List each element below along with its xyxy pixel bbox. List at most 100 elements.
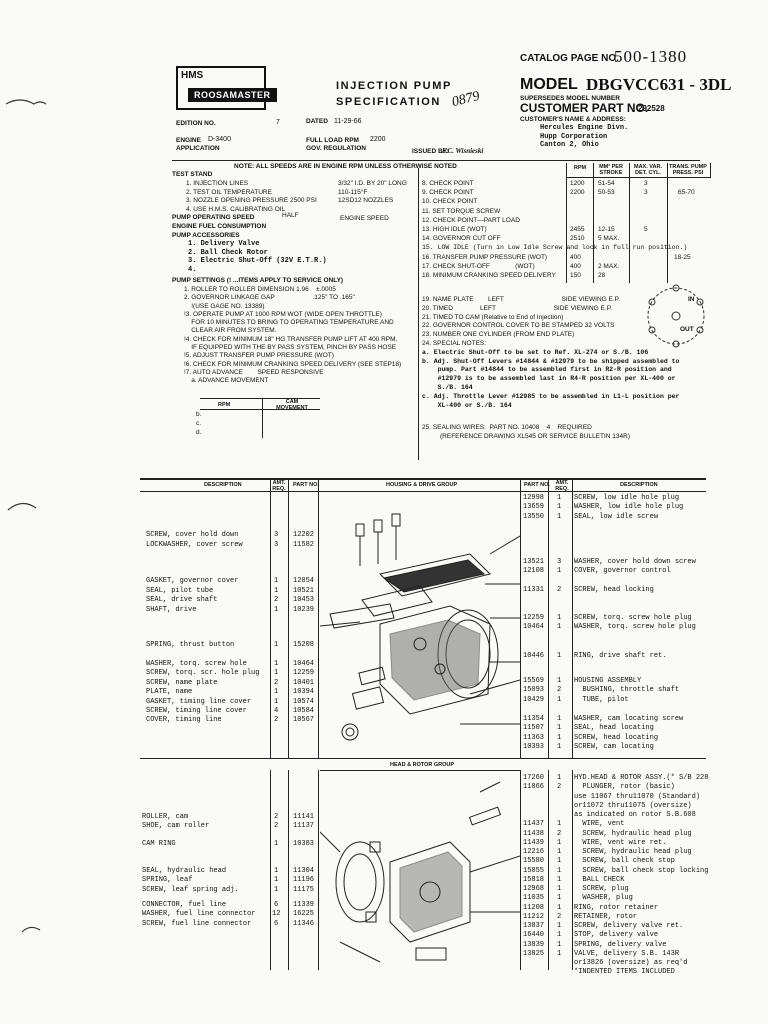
part-desc: CONNECTOR, fuel line bbox=[142, 901, 227, 909]
cp-mm: 2 MAX. bbox=[598, 262, 620, 270]
part-desc: RING, rotor retainer bbox=[574, 903, 659, 912]
part-no: 11354 bbox=[523, 715, 545, 723]
parts-amt-header-right: AMT. REQ. bbox=[555, 480, 569, 492]
cp-label: 8. CHECK POINT bbox=[422, 180, 474, 187]
pump-settings-list: 1. ROLLER TO ROLLER DIMENSION 1.96 ±.000… bbox=[184, 286, 401, 386]
cp-header-rule bbox=[566, 177, 711, 178]
cp-label: 12. CHECK POINT—PART LOAD bbox=[422, 216, 520, 224]
part-no: 10446 bbox=[523, 652, 545, 660]
part-desc: SPRING, delivery valve bbox=[574, 940, 667, 949]
cp-mm: 51-54 bbox=[598, 180, 615, 187]
part-amt: 1 bbox=[557, 922, 562, 930]
part-amt: 1 bbox=[274, 660, 279, 668]
advance-table-header-rule bbox=[200, 409, 320, 410]
catalog-value: 500-1380 bbox=[614, 47, 688, 66]
part-amt: 1 bbox=[557, 494, 562, 502]
cp-var: 5 bbox=[644, 225, 648, 233]
note-line: b. Adj. Shut-Off Levers #14844 & #12979 … bbox=[422, 357, 680, 365]
part-no: 13550 bbox=[523, 512, 545, 521]
housing-group-header: HOUSING & DRIVE GROUP bbox=[386, 482, 458, 488]
cp-row: 12. CHECK POINT—PART LOAD bbox=[422, 217, 712, 226]
handwritten-code: 0879 bbox=[450, 88, 482, 111]
part-no: 13825 bbox=[523, 949, 545, 958]
note-line: XL-400 or S./B. 164 bbox=[422, 401, 512, 409]
part-amt: 1 bbox=[557, 614, 562, 622]
address-line: Canton 2, Ohio bbox=[540, 141, 599, 150]
part-desc: as indicated on rotor S.B.608 bbox=[574, 811, 696, 819]
part-desc: ROLLER, cam bbox=[142, 813, 189, 821]
part-desc: SCREW, ball check stop locking bbox=[574, 866, 709, 875]
part-desc: SCREW, hydraulic head plug bbox=[574, 848, 692, 856]
part-no: 11437 bbox=[523, 820, 545, 829]
part-amt: 2 bbox=[557, 686, 562, 695]
part-desc: WASHER, low idle hole plug bbox=[574, 503, 684, 512]
part-no: 11438 bbox=[523, 829, 545, 838]
part-no: 11175 bbox=[293, 885, 315, 894]
parts-amt-header-left: AMT. REQ. bbox=[272, 480, 286, 492]
parts-col-line bbox=[318, 770, 319, 970]
part-no: 11066 bbox=[523, 783, 545, 792]
part-no: 12259 bbox=[523, 614, 545, 622]
part-desc: SCREW, head locating bbox=[574, 733, 659, 742]
cp-label: 11. SET TORQUE SCREW bbox=[422, 207, 501, 215]
note-line: 23. NUMBER ONE CYLINDER (FROM END PLATE) bbox=[422, 331, 575, 339]
part-amt: 1 bbox=[557, 742, 562, 751]
note-line: c. Adj. Throttle Lever #12985 to be asse… bbox=[422, 392, 680, 400]
cp-rpm: 400 bbox=[570, 253, 581, 261]
part-desc: PLUNGER, rotor (basic) bbox=[574, 783, 675, 792]
part-desc: GASKET, governor cover bbox=[146, 577, 239, 585]
customer-part-label: CUSTOMER PART NO. bbox=[520, 101, 649, 115]
setting-item: !7. AUTO ADVANCE SPEED RESPONSIVE bbox=[184, 368, 324, 376]
parts-col-line bbox=[288, 480, 289, 758]
parts-col-line bbox=[520, 480, 521, 758]
part-desc: WIRE, vent wire ret. bbox=[574, 838, 667, 847]
cp-label: 18. MINIMUM CRANKING SPEED DELIVERY bbox=[422, 271, 556, 279]
logo-hms-text: HMS bbox=[181, 70, 204, 81]
part-amt: 2 bbox=[557, 586, 562, 594]
part-no: 10464 bbox=[523, 623, 545, 632]
advance-row-label: d. bbox=[196, 429, 202, 436]
header-rule bbox=[172, 160, 700, 161]
part-amt: 1 bbox=[557, 567, 562, 576]
part-amt: 1 bbox=[557, 857, 562, 866]
cp-header-rpm: RPM bbox=[573, 165, 587, 171]
part-amt: 2 bbox=[274, 822, 279, 831]
spec-center-divider bbox=[418, 168, 419, 460]
note-line: S./B. 164 bbox=[422, 383, 473, 391]
part-desc: GASKET, timing line cover bbox=[146, 697, 252, 706]
cp-rpm: 2200 bbox=[570, 189, 585, 197]
part-no: 11196 bbox=[293, 876, 315, 885]
cp-mm: 50-53 bbox=[598, 189, 615, 197]
cp-label: 17. CHECK SHUT-OFF (WOT) bbox=[422, 262, 535, 270]
cp-rpm: 2455 bbox=[570, 225, 585, 233]
sealing-line: 25. SEALING WIRES: PART NO. 10408 4 REQU… bbox=[422, 424, 592, 431]
op-speed-right: ENGINE SPEED bbox=[340, 215, 389, 222]
setting-item: !6. CHECK FOR MINIMUM CRANKING SPEED DEL… bbox=[184, 360, 402, 368]
part-no: 15580 bbox=[523, 857, 545, 866]
part-desc: SCREW, torq. screw hole plug bbox=[574, 614, 692, 622]
part-amt: 3 bbox=[557, 558, 562, 566]
part-desc: SCREW, low idle hole plug bbox=[574, 494, 680, 502]
parts-header-rule bbox=[140, 491, 706, 492]
